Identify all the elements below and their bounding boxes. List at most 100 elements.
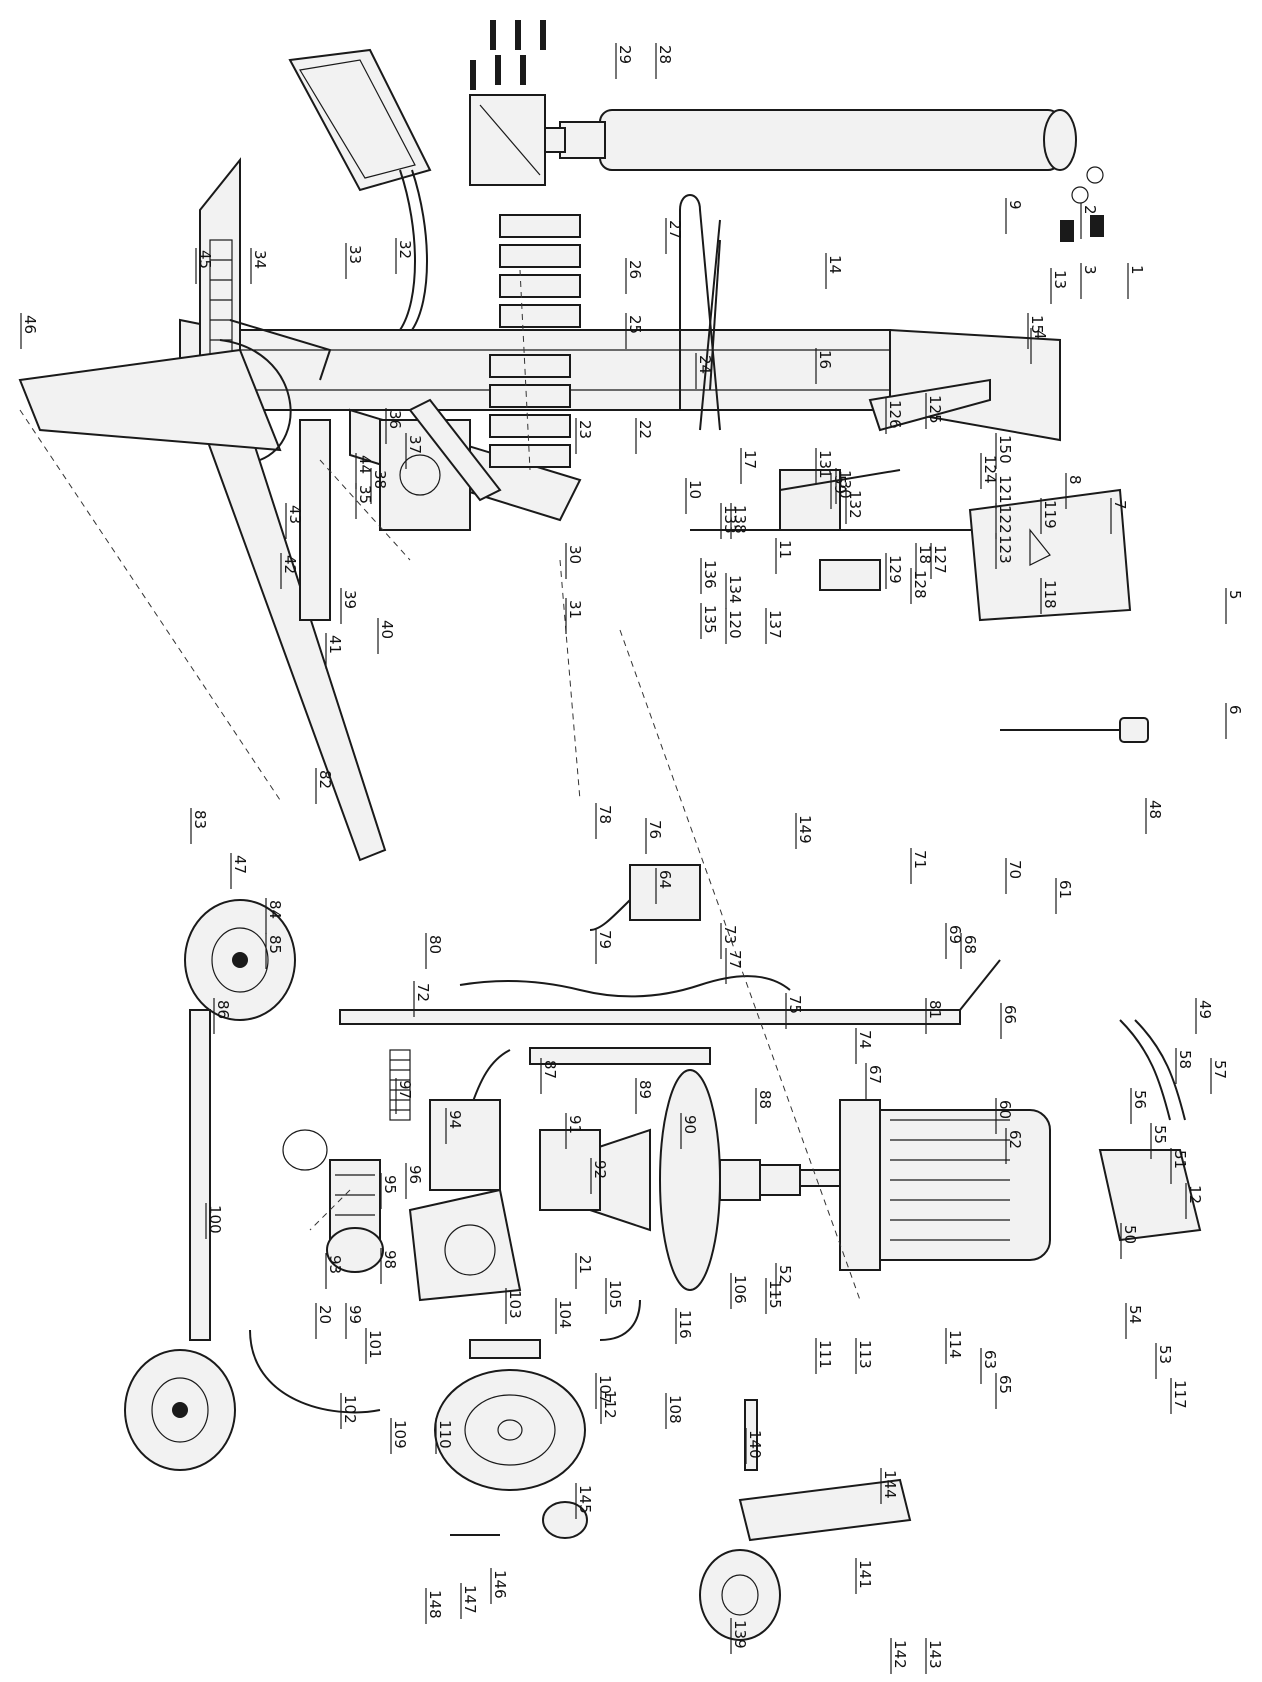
- part-label-2: 2: [1081, 205, 1099, 215]
- part-label-102: 102: [341, 1395, 359, 1424]
- dipstick: [1000, 717, 1149, 743]
- tank-parts: [282, 1099, 501, 1273]
- part-label-9: 9: [1006, 200, 1024, 210]
- part-label-36: 36: [386, 410, 404, 429]
- guard-bracket: [18, 319, 332, 461]
- part-label-103: 103: [506, 1290, 524, 1319]
- part-label-55: 55: [1151, 1125, 1169, 1144]
- part-label-26: 26: [626, 260, 644, 279]
- part-label-146: 146: [491, 1570, 509, 1599]
- hydraulic-cylinder: [469, 94, 1077, 186]
- part-label-105: 105: [606, 1280, 624, 1309]
- part-label-69: 69: [946, 925, 964, 944]
- part-label-149: 149: [796, 815, 814, 844]
- part-label-137: 137: [766, 610, 784, 639]
- part-label-104: 104: [556, 1300, 574, 1329]
- part-label-38: 38: [371, 470, 389, 489]
- part-label-72: 72: [414, 983, 432, 1002]
- part-label-106: 106: [731, 1275, 749, 1304]
- part-label-142: 142: [891, 1640, 909, 1669]
- part-label-40: 40: [378, 620, 396, 639]
- small-parts: [450, 1501, 588, 1539]
- part-label-60: 60: [996, 1100, 1014, 1119]
- part-label-12: 12: [1186, 1185, 1204, 1204]
- part-label-66: 66: [1001, 1005, 1019, 1024]
- part-label-10: 10: [686, 480, 704, 499]
- part-label-129: 129: [886, 555, 904, 584]
- part-label-16: 16: [816, 350, 834, 369]
- part-label-82: 82: [316, 770, 334, 789]
- part-label-93: 93: [326, 1255, 344, 1274]
- part-label-68: 68: [961, 935, 979, 954]
- part-label-148: 148: [426, 1590, 444, 1619]
- part-label-130: 130: [836, 470, 854, 499]
- part-label-83: 83: [191, 810, 209, 829]
- end-fittings: [1060, 166, 1104, 242]
- return-hose: [249, 1299, 641, 1414]
- part-label-138: 138: [731, 505, 749, 534]
- part-label-61: 61: [1056, 880, 1074, 899]
- part-label-143: 143: [926, 1640, 944, 1669]
- part-label-35: 35: [356, 485, 374, 504]
- part-label-73: 73: [721, 925, 739, 944]
- part-label-30: 30: [566, 545, 584, 564]
- part-label-33: 33: [346, 245, 364, 264]
- part-label-20: 20: [316, 1305, 334, 1324]
- part-label-44: 44: [356, 455, 374, 474]
- part-label-77: 77: [726, 950, 744, 969]
- part-label-86: 86: [214, 1000, 232, 1019]
- aux-wheel-assembly: [699, 1399, 912, 1641]
- part-label-74: 74: [856, 1030, 874, 1049]
- part-label-7: 7: [1111, 500, 1129, 510]
- part-label-126: 126: [886, 400, 904, 429]
- part-label-87: 87: [541, 1060, 559, 1079]
- lever-frame: [679, 194, 721, 431]
- part-label-113: 113: [856, 1340, 874, 1369]
- part-label-1: 1: [1128, 265, 1146, 275]
- part-label-52: 52: [776, 1265, 794, 1284]
- part-label-63: 63: [981, 1350, 999, 1369]
- leg-stand: [198, 398, 582, 862]
- part-label-21: 21: [576, 1255, 594, 1274]
- part-label-92: 92: [591, 1160, 609, 1179]
- handle: [288, 48, 432, 331]
- part-label-141: 141: [856, 1560, 874, 1589]
- part-label-58: 58: [1176, 1050, 1194, 1069]
- part-label-135: 135: [701, 605, 719, 634]
- part-label-109: 109: [391, 1420, 409, 1449]
- part-label-49: 49: [1196, 1000, 1214, 1019]
- bolt-cluster-29: [470, 20, 546, 90]
- part-label-117: 117: [1171, 1380, 1189, 1409]
- part-label-111: 111: [816, 1340, 834, 1369]
- part-label-127: 127: [931, 545, 949, 574]
- pulley: [434, 1369, 586, 1491]
- part-label-64: 64: [656, 870, 674, 889]
- part-label-80: 80: [426, 935, 444, 954]
- part-label-54: 54: [1126, 1305, 1144, 1324]
- part-label-121: 121: [996, 475, 1014, 504]
- part-label-114: 114: [946, 1330, 964, 1359]
- control-valve: [1098, 1019, 1202, 1242]
- part-label-150: 150: [996, 435, 1014, 464]
- part-label-139: 139: [731, 1620, 749, 1649]
- part-label-14: 14: [826, 255, 844, 274]
- part-label-56: 56: [1131, 1090, 1149, 1109]
- part-label-27: 27: [666, 220, 684, 239]
- part-label-39: 39: [341, 590, 359, 609]
- part-label-15: 15: [1028, 315, 1046, 334]
- part-label-71: 71: [911, 850, 929, 869]
- part-label-91: 91: [566, 1115, 584, 1134]
- part-label-90: 90: [681, 1115, 699, 1134]
- part-label-99: 99: [346, 1305, 364, 1324]
- part-label-5: 5: [1226, 590, 1244, 600]
- part-label-122: 122: [996, 505, 1014, 534]
- part-label-57: 57: [1211, 1060, 1229, 1079]
- pump: [539, 1129, 601, 1211]
- part-label-81: 81: [926, 1000, 944, 1019]
- wedge-plates: [489, 214, 581, 468]
- part-label-96: 96: [406, 1165, 424, 1184]
- part-label-136: 136: [701, 560, 719, 589]
- part-label-108: 108: [666, 1395, 684, 1424]
- part-label-84: 84: [266, 900, 284, 919]
